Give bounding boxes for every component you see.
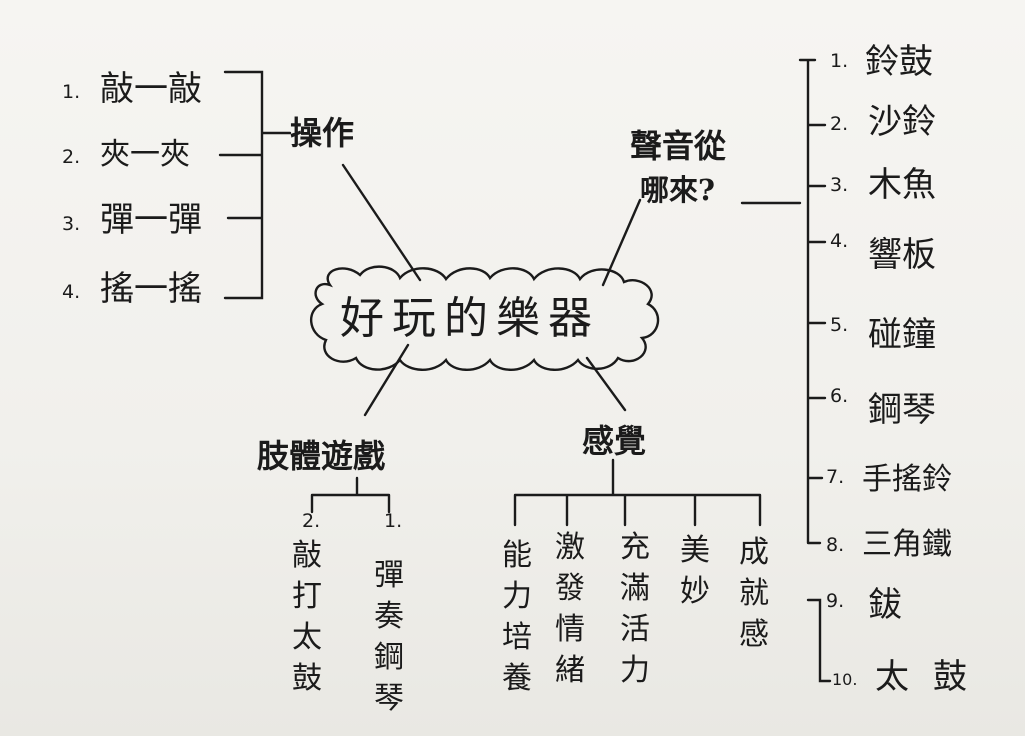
sound-item: 沙鈴 bbox=[868, 102, 936, 142]
body-game-item: 敲打太鼓 bbox=[292, 538, 322, 696]
body-game-item-num: 1. bbox=[384, 510, 403, 532]
sound-item: 三角鐵 bbox=[862, 527, 952, 562]
operation-item-num: 1. bbox=[62, 81, 81, 103]
sound-item: 太鼓 bbox=[875, 657, 991, 697]
sound-label-line2: 哪來? bbox=[640, 173, 715, 207]
sound-item-num: 2. bbox=[830, 113, 849, 135]
sound-item-num: 5. bbox=[830, 314, 849, 336]
feeling-item: 充滿活力 bbox=[620, 530, 650, 688]
link-sound bbox=[601, 198, 642, 287]
sound-item-num: 10. bbox=[832, 670, 858, 689]
sound-item-num: 6. bbox=[830, 385, 849, 407]
sound-item-num: 3. bbox=[830, 174, 849, 196]
body-game-item-num: 2. bbox=[302, 510, 321, 532]
sound-label-line1: 聲音從 bbox=[630, 127, 727, 165]
sound-bracket bbox=[740, 58, 832, 683]
operation-item: 敲一敲 bbox=[100, 69, 202, 109]
body-game-item: 彈奏鋼琴 bbox=[374, 558, 404, 716]
sound-item-num: 8. bbox=[826, 534, 845, 556]
feeling-item: 激發情緒 bbox=[555, 530, 585, 688]
feeling-label: 感覺 bbox=[582, 422, 647, 460]
feeling-tree bbox=[513, 458, 762, 527]
operation-item-num: 3. bbox=[62, 213, 81, 235]
sound-item-num: 9. bbox=[826, 590, 845, 612]
link-feeling bbox=[585, 356, 627, 412]
sound-item: 手搖鈴 bbox=[862, 462, 952, 497]
operation-item-num: 2. bbox=[62, 146, 81, 168]
sound-item-num: 1. bbox=[830, 50, 849, 72]
operation-bracket bbox=[218, 70, 292, 300]
sound-item: 鈴鼓 bbox=[865, 42, 933, 82]
operation-item: 夾一夾 bbox=[100, 137, 190, 172]
sound-item: 鋼琴 bbox=[868, 390, 936, 430]
feeling-item: 能力培養 bbox=[502, 538, 532, 696]
operation-item: 彈一彈 bbox=[100, 200, 202, 240]
sound-item: 碰鐘 bbox=[868, 315, 936, 355]
operation-item: 搖一搖 bbox=[100, 269, 202, 309]
center-cloud bbox=[310, 265, 660, 371]
body-game-label: 肢體遊戲 bbox=[257, 437, 386, 475]
operation-label: 操作 bbox=[290, 114, 355, 152]
operation-item-num: 4. bbox=[62, 281, 81, 303]
body-game-tree bbox=[310, 476, 391, 514]
link-operation bbox=[341, 163, 422, 282]
sound-item: 響板 bbox=[868, 235, 936, 275]
sound-item-num: 7. bbox=[826, 466, 845, 488]
sound-item: 鈸 bbox=[868, 585, 902, 625]
feeling-item: 美妙 bbox=[680, 533, 710, 609]
center-title: 好玩的樂器 bbox=[340, 293, 600, 344]
feeling-item: 成就感 bbox=[739, 535, 769, 652]
sound-item: 木魚 bbox=[868, 165, 936, 205]
sound-item-num: 4. bbox=[830, 230, 849, 252]
link-body-game bbox=[363, 343, 410, 417]
